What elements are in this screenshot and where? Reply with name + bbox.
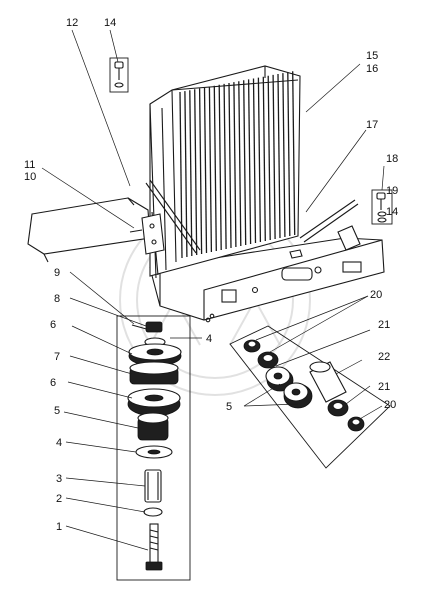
callout-1: 1 xyxy=(56,521,62,533)
callout-5-right: 5 xyxy=(226,401,232,413)
radiator-fin xyxy=(267,75,271,241)
callout-20-lower: 20 xyxy=(384,399,396,411)
radiator-fin xyxy=(189,90,193,257)
radiator-fin xyxy=(184,91,188,258)
radiator-base-frame xyxy=(149,237,385,323)
radiator-fin xyxy=(287,72,291,237)
callout-3: 3 xyxy=(56,473,62,485)
radiator-fin xyxy=(277,73,281,239)
right-screw-assembly xyxy=(371,189,393,225)
left-stack-parts xyxy=(127,321,182,571)
radiator-fin xyxy=(292,71,296,236)
right-mounting-bracket xyxy=(337,225,361,251)
radiator-fin xyxy=(213,85,217,252)
radiator-fin xyxy=(208,86,213,253)
callout-17: 17 xyxy=(366,119,378,131)
radiator-fin xyxy=(223,83,227,250)
callout-21-lower: 21 xyxy=(378,381,390,393)
callout-14-top: 14 xyxy=(104,17,116,29)
callout-16: 16 xyxy=(366,63,378,75)
radiator-fin xyxy=(179,91,183,259)
radiator-fin xyxy=(203,87,208,254)
callout-2: 2 xyxy=(56,493,62,505)
left-mounting-bracket xyxy=(129,213,165,255)
callout-15: 15 xyxy=(366,50,378,62)
radiator-fin xyxy=(218,84,222,251)
radiator-fin xyxy=(228,82,232,249)
callout-21-upper: 21 xyxy=(378,319,390,331)
radiator-fin xyxy=(233,82,237,248)
radiator-fin xyxy=(247,79,252,245)
radiator-fin xyxy=(238,81,242,247)
radiator-fin xyxy=(262,76,266,242)
callout-20-upper: 20 xyxy=(370,289,382,301)
callout-4-lower: 4 xyxy=(56,437,62,449)
callout-12: 12 xyxy=(66,17,78,29)
callout-14-right: 14 xyxy=(386,206,398,218)
radiator-fin xyxy=(252,78,257,244)
callout-numbers: 12 14 15 16 17 11 10 18 19 14 9 8 20 4 6… xyxy=(24,17,398,533)
callout-5-left: 5 xyxy=(54,405,60,417)
right-stack-parts xyxy=(243,339,365,432)
callout-10: 10 xyxy=(24,171,36,183)
radiator-fin xyxy=(272,74,276,240)
radiator-fin xyxy=(282,73,286,238)
radiator-fin xyxy=(257,77,262,243)
callout-6-lower: 6 xyxy=(50,377,56,389)
callout-8: 8 xyxy=(54,293,60,305)
callout-7: 7 xyxy=(54,351,60,363)
right-stack-frame xyxy=(229,325,391,469)
callout-6-upper: 6 xyxy=(50,319,56,331)
radiator-fin xyxy=(194,89,198,256)
radiator-fins xyxy=(179,71,296,259)
callout-19: 19 xyxy=(386,185,398,197)
radiator-fin xyxy=(243,80,247,246)
radiator-fin xyxy=(198,88,203,255)
callout-9: 9 xyxy=(54,267,60,279)
callout-11: 11 xyxy=(24,159,35,171)
leader-lines xyxy=(41,29,385,551)
top-screw-assembly xyxy=(109,57,129,93)
callout-18: 18 xyxy=(386,153,398,165)
callout-4-upper: 4 xyxy=(206,333,212,345)
callout-22: 22 xyxy=(378,351,390,363)
left-stack-frame xyxy=(116,315,191,581)
